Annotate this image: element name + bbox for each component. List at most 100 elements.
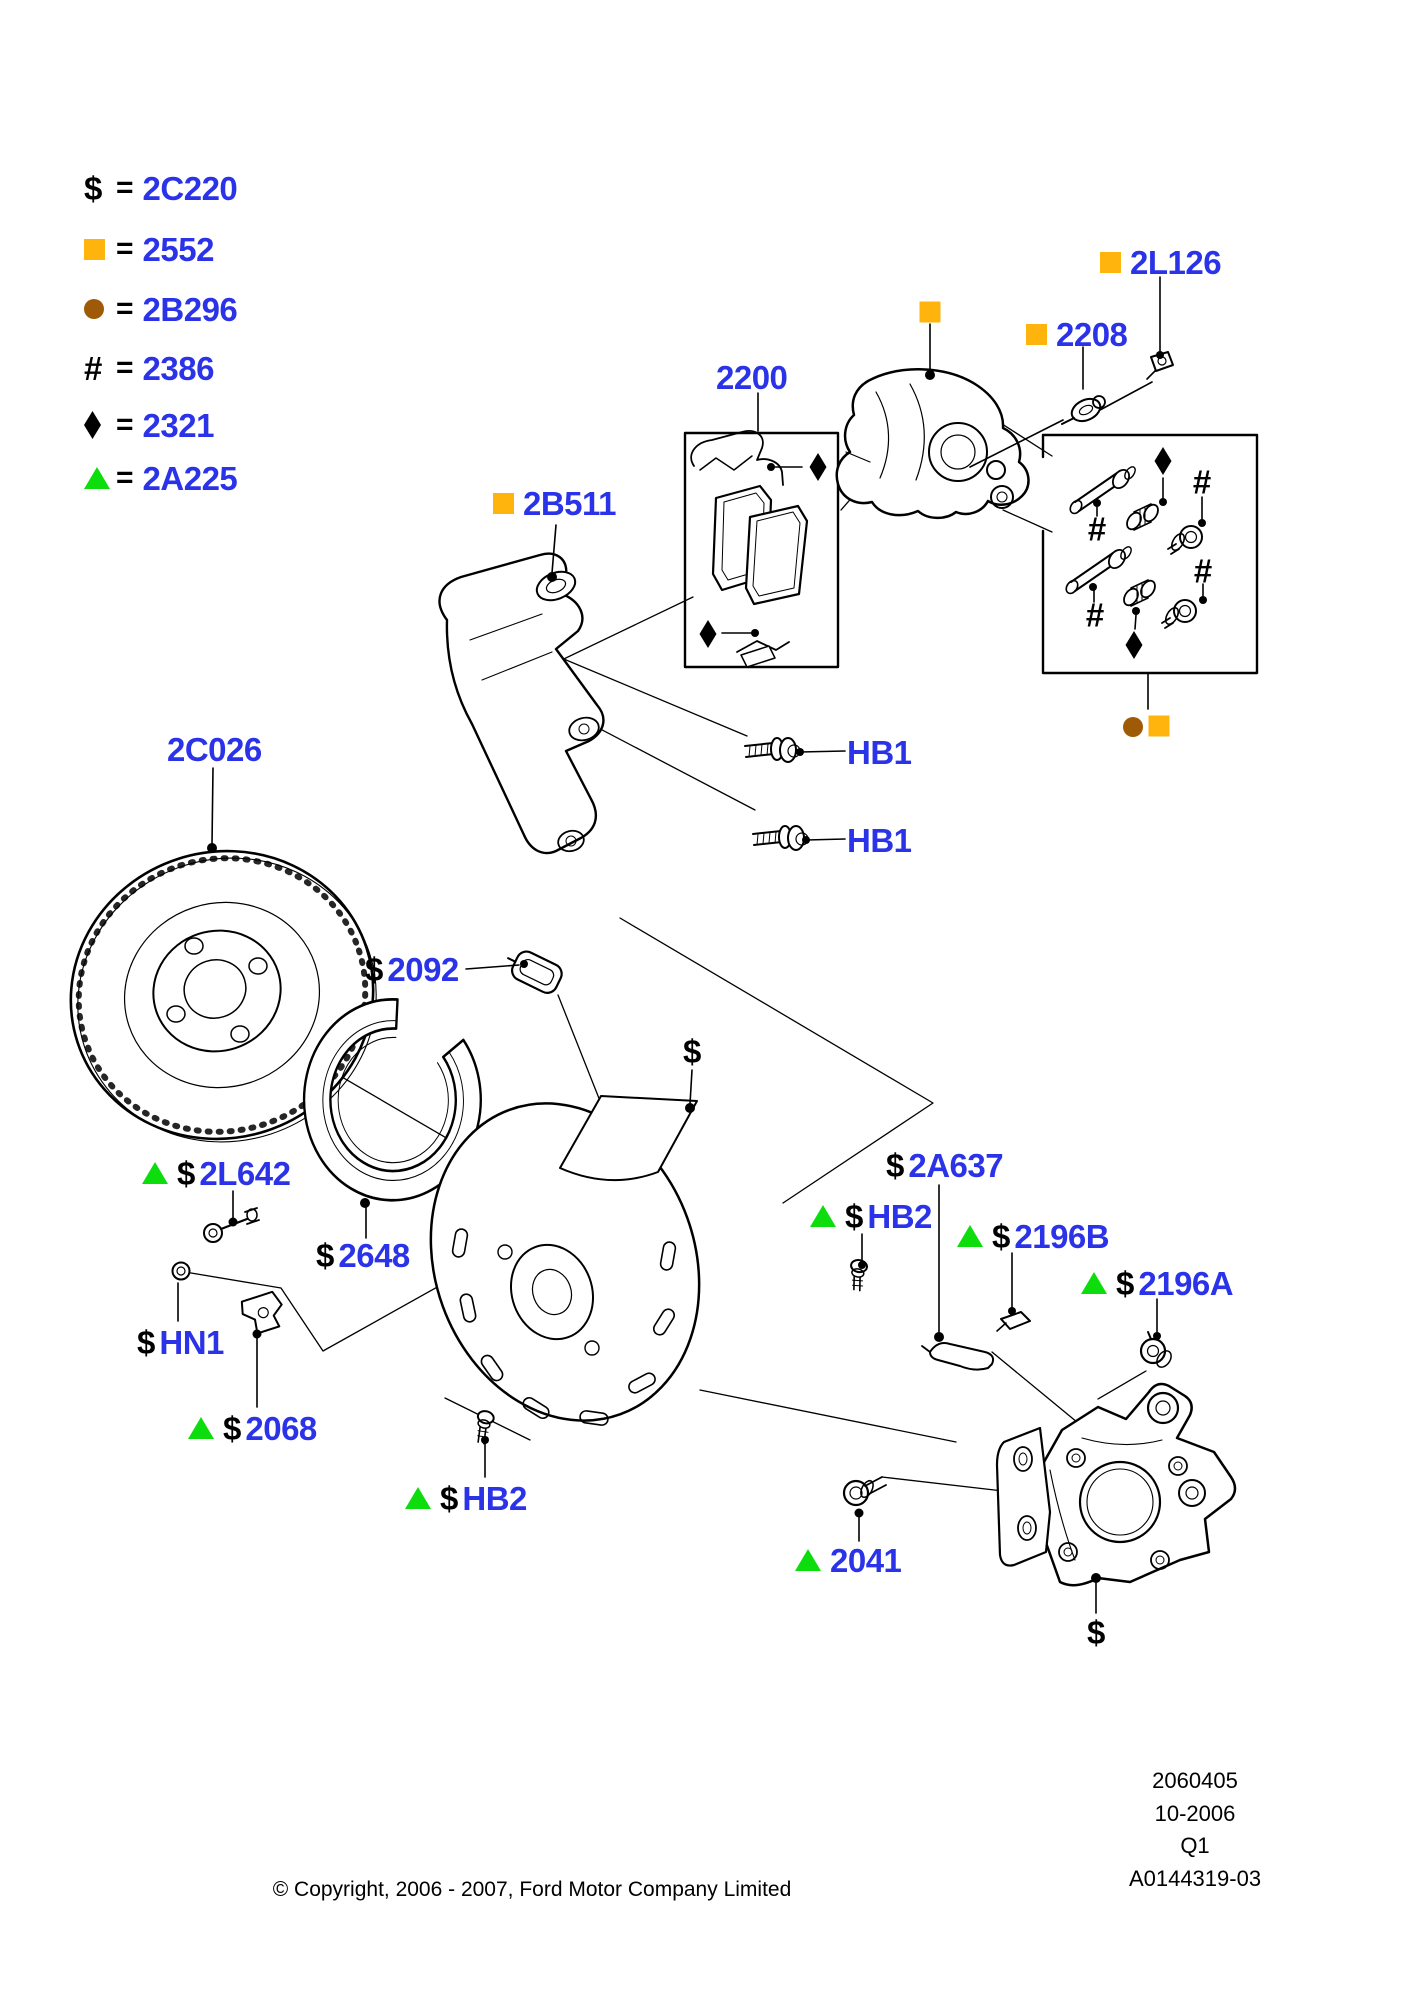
part-number-text: 2648 bbox=[338, 1236, 410, 1274]
hash-glyph: # bbox=[1193, 552, 1213, 590]
legend-part-number: 2C220 bbox=[142, 169, 238, 207]
diam-shape bbox=[1125, 631, 1143, 659]
green-triangle-symbol bbox=[810, 1205, 836, 1227]
shoe-retainer-drawing bbox=[240, 1290, 283, 1335]
legend-part-number: 2386 bbox=[142, 349, 215, 387]
part-label-HN1[interactable]: $HN1 bbox=[137, 1324, 224, 1360]
part-label-HB1-upper[interactable]: HB1 bbox=[847, 734, 912, 770]
part-number-text: 2L126 bbox=[1130, 243, 1222, 281]
orange-square-symbol bbox=[493, 492, 514, 514]
grommet-drawing bbox=[1139, 1331, 1172, 1368]
part-label-shield-dollar[interactable]: $ bbox=[683, 1033, 705, 1069]
part-number-text: 2068 bbox=[245, 1409, 317, 1447]
dollar-symbol: $ bbox=[223, 1409, 242, 1447]
brake-pads-drawing bbox=[690, 430, 809, 668]
part-label-knuckle-dollar[interactable]: $ bbox=[1087, 1614, 1109, 1650]
part-label-HB2-left[interactable]: $HB2 bbox=[405, 1480, 527, 1516]
part-label-2200[interactable]: 2200 bbox=[716, 358, 788, 396]
part-label-2092[interactable]: $2092 bbox=[365, 951, 459, 987]
part-label-2041[interactable]: 2041 bbox=[795, 1541, 902, 1579]
shoe-hold-clip-drawing bbox=[507, 950, 563, 994]
brake-disc-drawing bbox=[69, 849, 377, 1143]
anchor-bracket-drawing bbox=[438, 552, 605, 855]
part-label-2B511[interactable]: 2B511 bbox=[493, 485, 616, 521]
green-triangle-symbol bbox=[795, 1549, 821, 1571]
doc-quarter: Q1 bbox=[1180, 1833, 1210, 1858]
caliper-drawing bbox=[835, 368, 1030, 520]
part-label-2C026[interactable]: 2C026 bbox=[167, 731, 262, 767]
dollar-symbol: $ bbox=[886, 1146, 905, 1184]
green-triangle-symbol bbox=[142, 1162, 168, 1184]
dollar-symbol: $ bbox=[1087, 1613, 1106, 1651]
legend-part-number: 2B296 bbox=[142, 290, 238, 328]
dollar-symbol: $ bbox=[1116, 1264, 1135, 1302]
brake-hose-fitting-drawing bbox=[1061, 395, 1106, 425]
park-lever-bracket-drawing bbox=[921, 1342, 995, 1371]
part-label-2208[interactable]: 2208 bbox=[1026, 316, 1128, 352]
part-label-2L126[interactable]: 2L126 bbox=[1100, 243, 1222, 281]
hash-glyph: # bbox=[1085, 596, 1105, 634]
part-label-HB2-right[interactable]: $HB2 bbox=[810, 1198, 932, 1234]
part-label-2L642[interactable]: $2L642 bbox=[142, 1154, 291, 1192]
legend-row-2552: =2552 bbox=[84, 227, 214, 271]
green-triangle-symbol bbox=[405, 1487, 431, 1509]
diam-symbol-marker bbox=[1125, 631, 1143, 659]
part-label-2648[interactable]: $2648 bbox=[316, 1237, 410, 1273]
orange-square-symbol bbox=[1100, 251, 1121, 273]
part-label-HB1-lower[interactable]: HB1 bbox=[847, 822, 912, 858]
part-number-text: 2C026 bbox=[167, 730, 262, 768]
part-number-text: 2A637 bbox=[908, 1146, 1004, 1184]
hash-glyph: # bbox=[1192, 463, 1212, 501]
cable-clip-drawing bbox=[996, 1311, 1031, 1332]
hash-glyph: # bbox=[1087, 510, 1107, 548]
legend-row-2321: =2321 bbox=[84, 403, 214, 447]
equals-sign: = bbox=[116, 461, 134, 494]
doc-number: 2060405 bbox=[1152, 1768, 1238, 1793]
orange-square-symbol bbox=[1026, 323, 1047, 345]
hb2-screw-right-drawing bbox=[850, 1259, 868, 1292]
part-number-text: HB1 bbox=[847, 733, 912, 771]
green-triangle-symbol bbox=[957, 1225, 983, 1247]
green-triangle-symbol bbox=[1081, 1272, 1107, 1294]
equals-sign: = bbox=[116, 408, 134, 441]
equals-sign: = bbox=[116, 232, 134, 265]
diam-shape bbox=[84, 411, 101, 439]
hn1-nut-drawing bbox=[171, 1261, 191, 1281]
parking-brake-shoe-drawing bbox=[302, 998, 482, 1202]
part-label-2068[interactable]: $2068 bbox=[188, 1410, 317, 1446]
part-label-2196B[interactable]: $2196B bbox=[957, 1218, 1110, 1254]
part-number-text: 2200 bbox=[716, 358, 788, 396]
hash-symbol-marker: # bbox=[1194, 555, 1212, 588]
leader-dots bbox=[207, 351, 1207, 1583]
dollar-symbol: $ bbox=[177, 1154, 196, 1192]
hash-glyph: # bbox=[84, 349, 103, 387]
pin-kit-box bbox=[1041, 433, 1259, 675]
hash-symbol-marker: # bbox=[1193, 466, 1211, 499]
equals-sign: = bbox=[116, 351, 134, 384]
part-number-text: 2B511 bbox=[523, 484, 616, 522]
part-number-text: 2041 bbox=[830, 1541, 902, 1579]
part-number-text: HB2 bbox=[867, 1197, 932, 1235]
knuckle-drawing bbox=[995, 1382, 1237, 1587]
circle-shape bbox=[84, 299, 104, 319]
square-shape bbox=[1148, 715, 1170, 737]
dollar-symbol: $ bbox=[137, 1323, 156, 1361]
part-number-text: 2092 bbox=[387, 950, 459, 988]
dollar-symbol: $ bbox=[316, 1236, 335, 1274]
part-number-text: HB1 bbox=[847, 821, 912, 859]
knuckle-bolt-drawing bbox=[842, 1476, 887, 1507]
part-label-2196A[interactable]: $2196A bbox=[1081, 1264, 1234, 1302]
tri-shape bbox=[84, 467, 110, 489]
part-label-2A637[interactable]: $2A637 bbox=[886, 1146, 1004, 1184]
dollar-symbol: $ bbox=[845, 1197, 864, 1235]
square-shape bbox=[84, 238, 105, 260]
pad-kit-box bbox=[683, 431, 840, 669]
diam-symbol-icon bbox=[84, 411, 114, 439]
diam-shape bbox=[699, 620, 717, 648]
diam-symbol-marker bbox=[1154, 447, 1172, 475]
circle-shape bbox=[1123, 717, 1143, 737]
circle-symbol-icon bbox=[84, 299, 114, 319]
legend-part-number: 2552 bbox=[142, 230, 215, 268]
legend-row-2A225: =2A225 bbox=[84, 456, 238, 500]
